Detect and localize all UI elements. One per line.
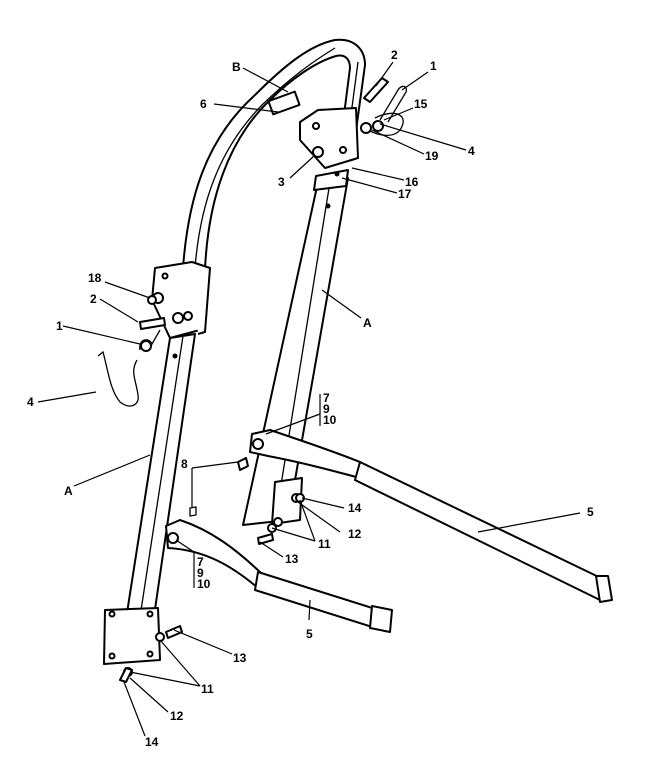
label-7-left: 7	[197, 555, 204, 569]
label-14-right: 14	[348, 501, 362, 515]
label-10-right: 10	[323, 413, 337, 427]
label-15: 15	[414, 97, 428, 111]
label-5-left: 5	[306, 627, 313, 641]
label-6: 6	[200, 97, 207, 111]
upper-right-bracket	[299, 107, 359, 169]
label-5-right: 5	[587, 505, 594, 519]
label-1-left: 1	[56, 319, 63, 333]
label-12-right: 12	[348, 527, 362, 541]
label-17: 17	[398, 187, 412, 201]
left-seat-belt	[165, 519, 393, 633]
upper-left-bracket	[151, 261, 211, 339]
label-9-left: 9	[197, 566, 204, 580]
label-11-left: 11	[201, 682, 214, 696]
label-a-lower: A	[64, 484, 73, 498]
label-13-right: 13	[285, 552, 299, 566]
label-12-left: 12	[170, 709, 184, 723]
label-10-left: 10	[197, 577, 211, 591]
left-foot-plate	[103, 607, 161, 665]
label-7-right: 7	[323, 391, 330, 405]
label-a-upper: A	[363, 316, 372, 330]
label-1-top: 1	[430, 59, 437, 73]
label-b: B	[232, 60, 241, 74]
label-11-right: 11	[318, 537, 331, 551]
callout-labels: B 6 2 1 15 19 4 3 16 17 A 18 2 1 4 7 9 1…	[27, 48, 594, 749]
rollbar-arch	[182, 38, 366, 271]
label-2-left: 2	[90, 292, 97, 306]
leader-lines	[37, 61, 581, 737]
label-16: 16	[405, 175, 419, 189]
hardware	[97, 77, 408, 683]
label-18: 18	[88, 271, 102, 285]
right-seat-belt	[249, 429, 613, 603]
label-4-top: 4	[468, 144, 475, 158]
decal-label	[267, 90, 301, 116]
label-3: 3	[278, 175, 285, 189]
label-4-left: 4	[27, 395, 34, 409]
label-19: 19	[425, 149, 439, 163]
label-9-right: 9	[323, 402, 330, 416]
label-2-top: 2	[391, 48, 398, 62]
label-8: 8	[181, 457, 188, 471]
label-13-left: 13	[233, 651, 247, 665]
label-14-left: 14	[145, 735, 159, 749]
